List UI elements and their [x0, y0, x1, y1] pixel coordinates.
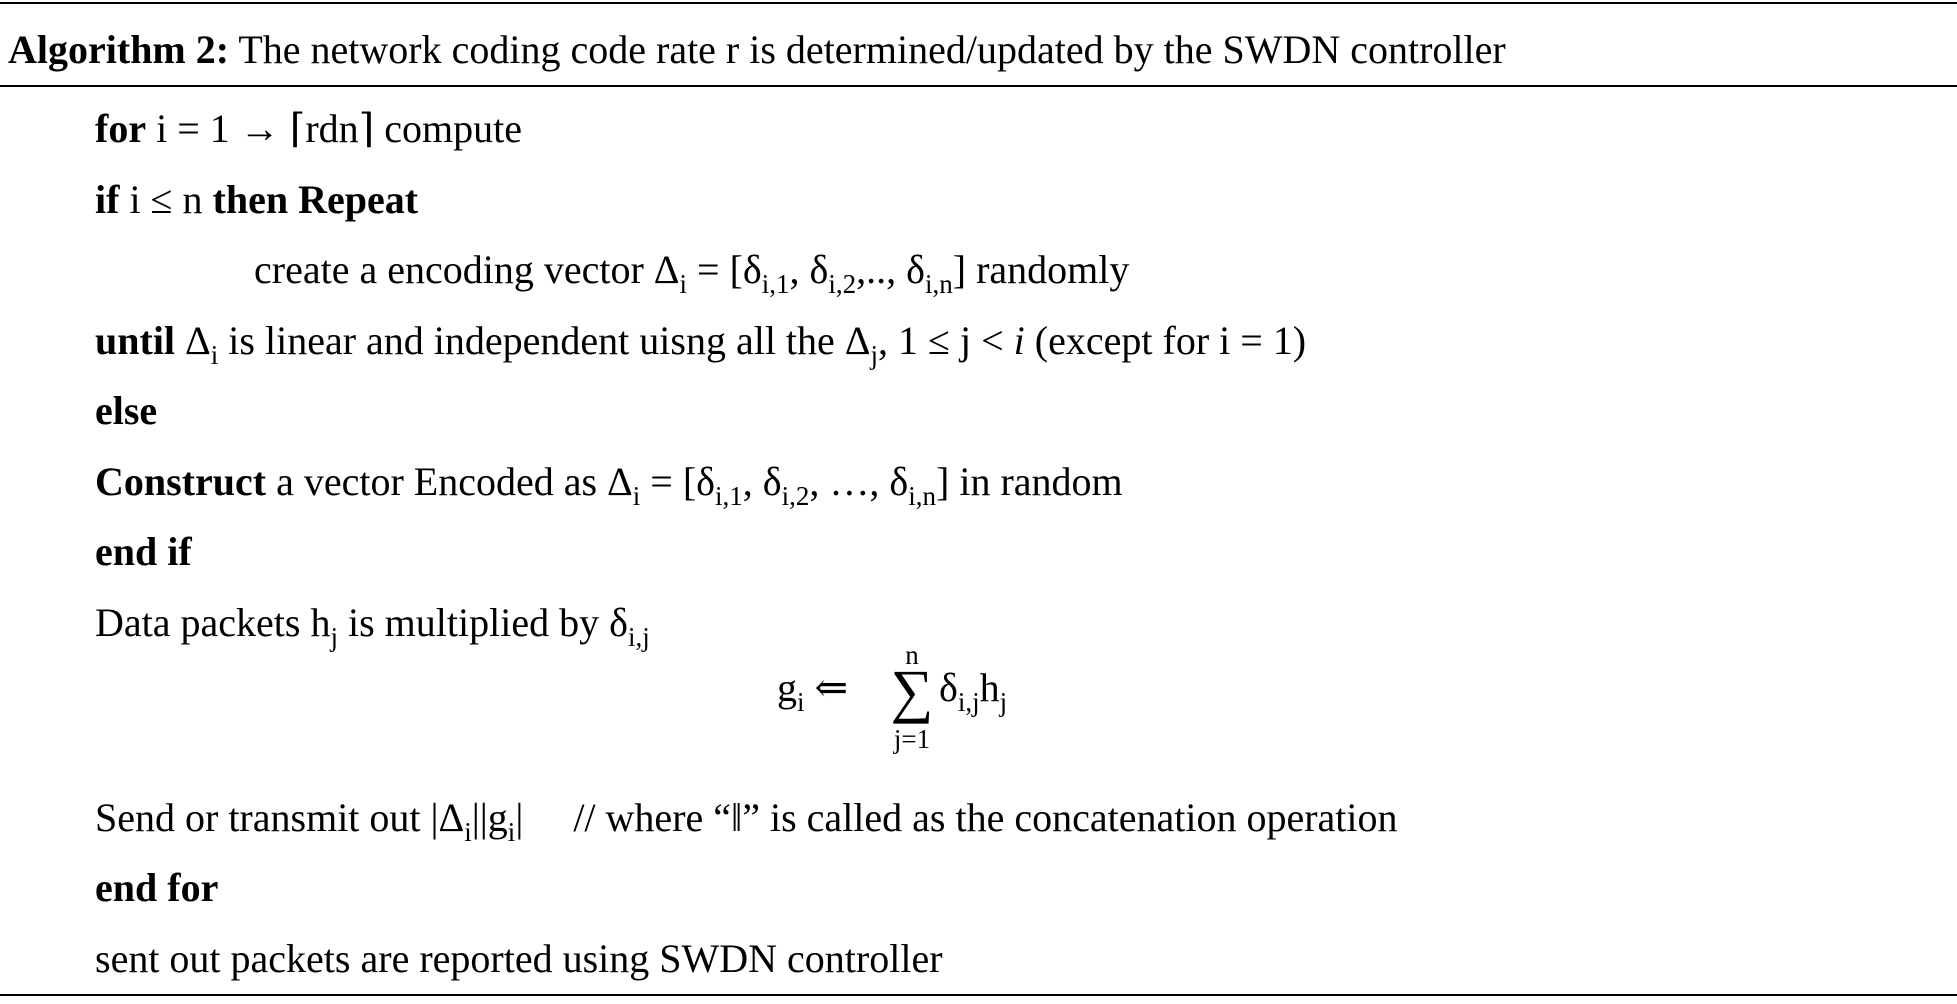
italic-variable: i — [1013, 318, 1025, 363]
formula-variable: δ — [939, 665, 958, 710]
keyword-else: else — [95, 388, 158, 433]
algorithm-line-2: if i ≤ n then Repeat — [95, 172, 418, 228]
line-text: a vector Encoded as Δ — [266, 459, 633, 504]
top-rule — [0, 2, 1957, 4]
subscript: j — [330, 622, 338, 652]
subscript: i,2 — [828, 269, 857, 299]
line-text: Δ — [175, 318, 211, 363]
line-text: = [δ — [640, 459, 716, 504]
line-text: create a encoding vector Δ — [254, 247, 680, 292]
algorithm-caption: Algorithm 2: The network coding code rat… — [8, 22, 1506, 78]
keyword-then-repeat: then Repeat — [212, 177, 419, 222]
sum-upper-limit: n — [905, 640, 919, 670]
line-text: = [δ — [687, 247, 762, 292]
line-text: ] randomly — [952, 247, 1130, 292]
sum-lower-limit: j=1 — [893, 724, 931, 754]
subscript: i — [679, 269, 688, 299]
subscript: i — [464, 817, 472, 847]
keyword-end-if: end if — [95, 529, 192, 574]
keyword-for: for — [95, 106, 147, 151]
algorithm-line-10: Send or transmit out |Δi||gi| // where “… — [95, 790, 1398, 846]
formula-variable: g — [777, 665, 797, 710]
bottom-rule — [0, 994, 1957, 996]
caption-rule — [0, 85, 1957, 87]
keyword-end-for: end for — [95, 865, 219, 910]
subscript: i,2 — [781, 481, 810, 511]
line-text: , …, δ — [809, 459, 909, 504]
algorithm-line-6: Construct a vector Encoded as Δi = [δi,1… — [95, 454, 1123, 510]
line-text: ] in random — [936, 459, 1123, 504]
line-text: Data packets h — [95, 600, 331, 645]
algorithm-line-12: sent out packets are reported using SWDN… — [95, 931, 943, 987]
algorithm-line-7: end if — [95, 524, 192, 580]
subscript: j — [870, 340, 879, 370]
line-text: sent out packets are reported using SWDN… — [95, 936, 943, 981]
subscript: i,1 — [715, 481, 743, 511]
subscript: i,n — [925, 269, 953, 299]
algorithm-line-5: else — [95, 383, 157, 439]
line-text: is multiplied by δ — [337, 600, 628, 645]
sigma-symbol: ∑ — [890, 658, 934, 724]
line-text: | // where “‖” is called as the concaten… — [515, 795, 1398, 840]
subscript: i,j — [957, 687, 980, 717]
line-text: i = 1 → ⌈rdn⌉ compute — [146, 106, 523, 151]
line-text: (except for i = 1) — [1024, 318, 1307, 363]
keyword-until: until — [95, 318, 176, 363]
line-text: Send or transmit out |Δ — [95, 795, 465, 840]
algorithm-label: Algorithm 2: — [8, 27, 230, 72]
algorithm-line-3: create a encoding vector Δi = [δi,1, δi,… — [254, 242, 1129, 298]
formula-arrow: ⇐ — [804, 665, 849, 710]
formula-lhs: gi ⇐ — [777, 660, 848, 716]
line-text: , 1 ≤ j < — [878, 318, 1014, 363]
algorithm-line-1: for i = 1 → ⌈rdn⌉ compute — [95, 101, 522, 157]
line-text: , δ — [789, 247, 829, 292]
keyword-construct: Construct — [95, 459, 267, 504]
algorithm-title: The network coding code rate r is determ… — [229, 27, 1506, 72]
formula-rhs: δi,jhj — [939, 660, 1007, 716]
subscript: i — [507, 817, 516, 847]
subscript: i — [210, 340, 219, 370]
algorithm-line-4: until Δi is linear and independent uisng… — [95, 313, 1306, 369]
algorithm-line-11: end for — [95, 860, 218, 916]
formula-variable: h — [979, 665, 1000, 710]
algorithm-line-8: Data packets hj is multiplied by δi,j — [95, 595, 650, 651]
subscript: i — [632, 481, 641, 511]
keyword-if: if — [95, 177, 120, 222]
subscript: i,1 — [761, 269, 790, 299]
line-text: , δ — [742, 459, 782, 504]
line-text: is linear and independent uisng all the … — [218, 318, 871, 363]
subscript: i,j — [627, 622, 650, 652]
subscript: i,n — [908, 481, 937, 511]
subscript: j — [999, 687, 1008, 717]
summation-operator: n ∑ j=1 — [877, 640, 947, 760]
line-text: ,.., δ — [856, 247, 925, 292]
subscript: i — [797, 687, 805, 717]
line-text: i ≤ n — [119, 177, 213, 222]
line-text: ||g — [471, 795, 508, 840]
